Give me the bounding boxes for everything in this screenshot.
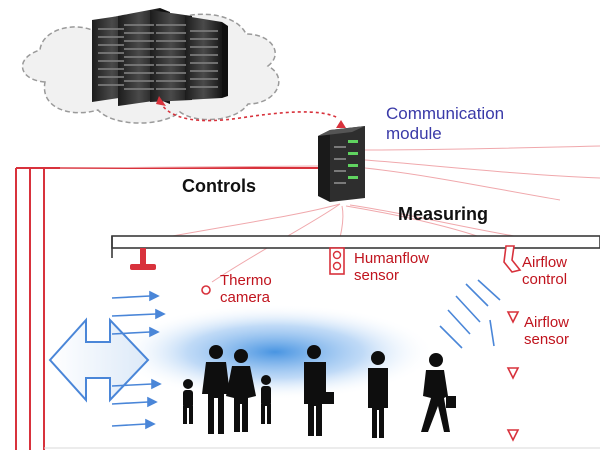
cloud-connection-line [159,101,339,122]
airflow-vent-icon [130,248,156,270]
airflow-sensor-label: Airflow sensor [524,314,570,349]
humanflow-sensor-icon [329,247,345,275]
thermo-camera-label: Thermo camera [220,272,272,307]
ceiling-duct [111,235,600,258]
measuring-label: Measuring [398,204,489,224]
people-silhouettes-icon [183,345,456,438]
thermo-camera-icon [201,285,211,295]
server-rack-icon [92,8,228,106]
network-lines [59,145,600,283]
airflow-control-label: Airflow control [522,254,568,289]
double-arrow-icon [48,317,150,403]
airflow-streaks-left [111,290,166,430]
airflow-streaks-right [439,279,501,349]
controls-label: Controls [182,176,256,196]
communication-module-label: Communication module [386,104,505,143]
airflow-control-icon [503,245,522,273]
airflow-sensor-icon [506,311,520,442]
humanflow-sensor-label: Humanflow sensor [354,250,430,285]
communication-module-icon [318,120,365,202]
comfort-zone-glow [115,304,435,400]
